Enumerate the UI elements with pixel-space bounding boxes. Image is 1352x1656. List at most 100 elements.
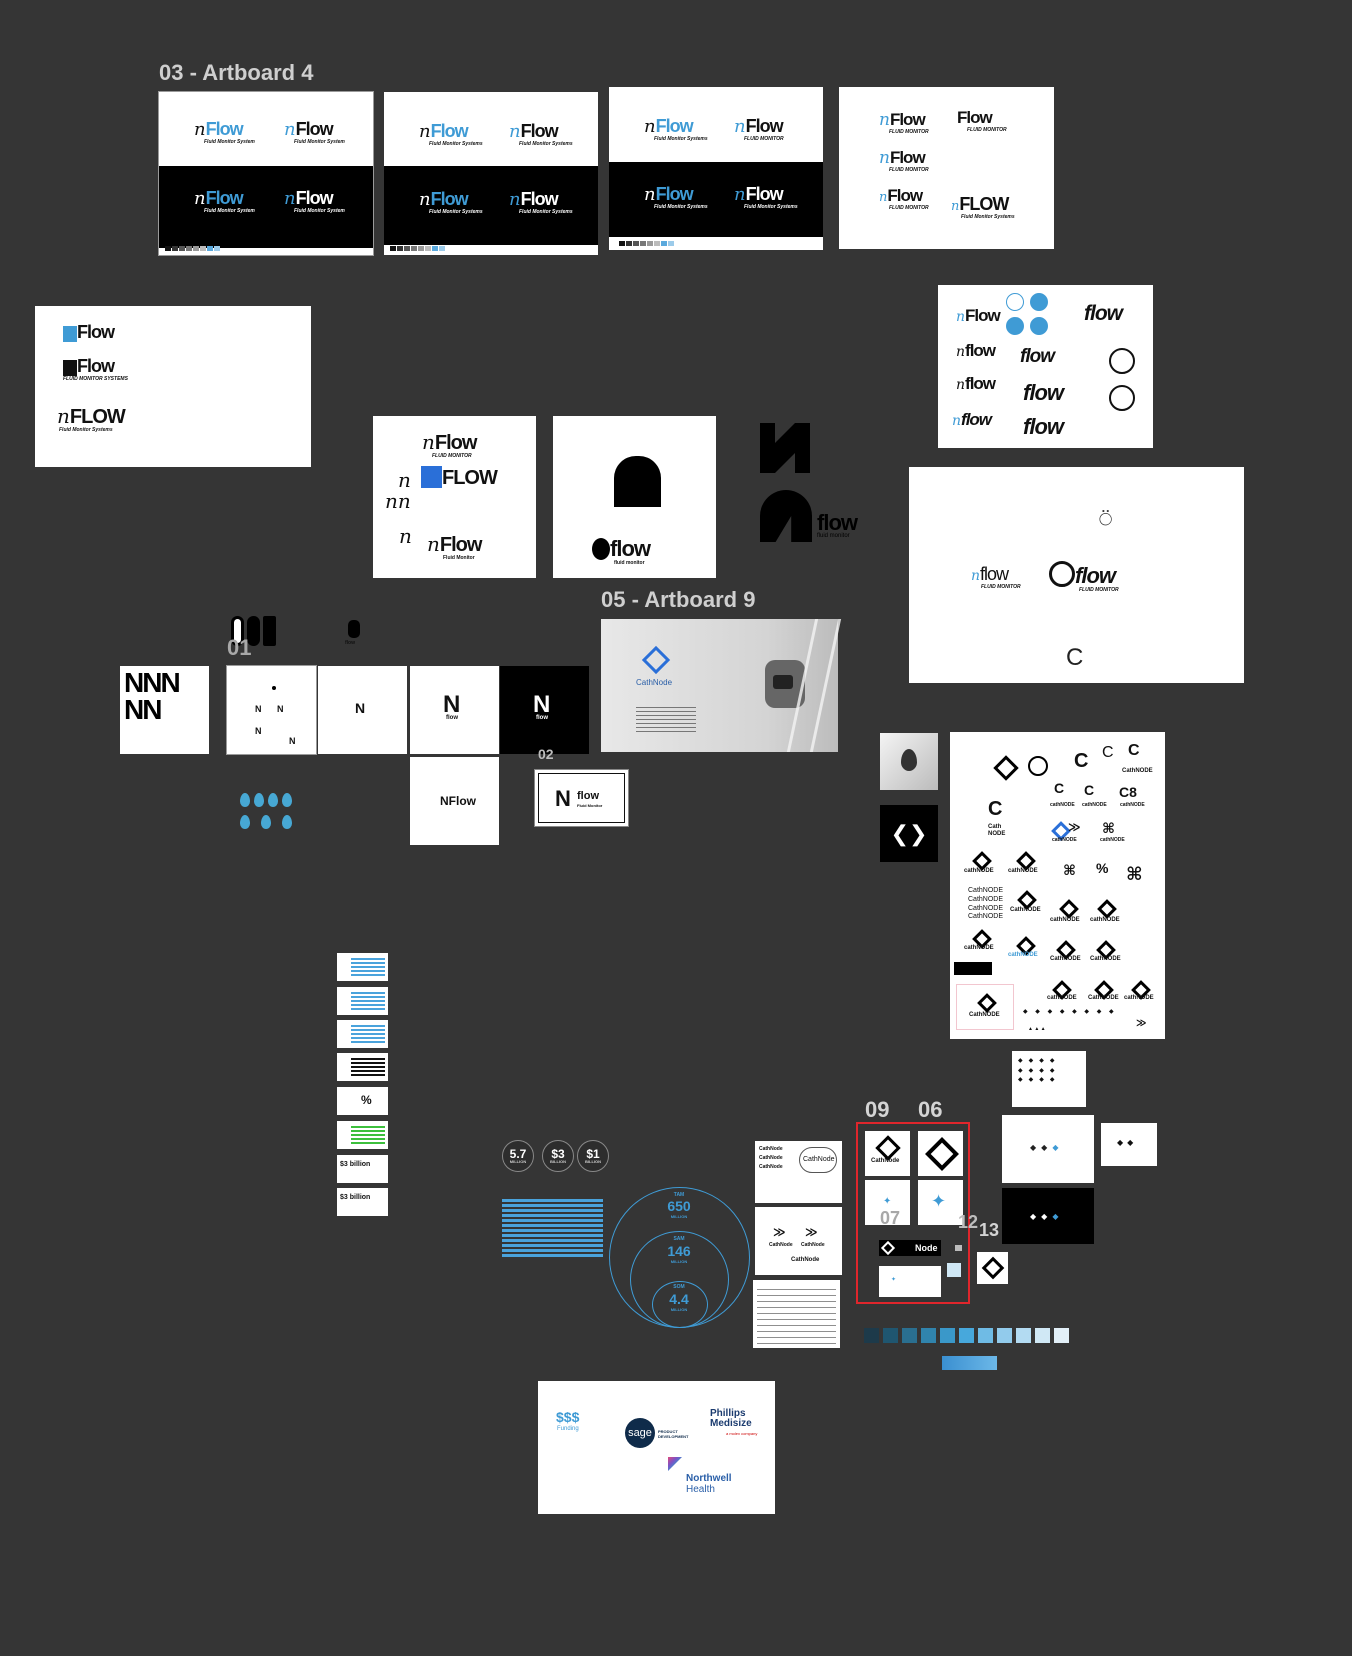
n-circle-icon bbox=[1030, 293, 1048, 311]
tam-value: 650 bbox=[667, 1198, 691, 1214]
app-icon-dark[interactable]: ❮❯ bbox=[880, 805, 938, 862]
artboard-n-small[interactable]: N bbox=[318, 666, 407, 754]
nflow-logo: nflow bbox=[952, 410, 992, 429]
mini-icon-row: ◆◆ bbox=[1117, 1138, 1138, 1147]
artboard-n-horizontal[interactable]: NFlow bbox=[410, 757, 499, 845]
label-07[interactable]: 07 bbox=[880, 1208, 901, 1228]
som-unit: MILLION bbox=[670, 1307, 688, 1312]
artboard-cathnode-variants[interactable]: C C C CathNODE C Cath NODE C C C8 cathNO… bbox=[950, 732, 1165, 1039]
label-01[interactable]: 01 bbox=[227, 635, 252, 660]
n-mark-icon: N bbox=[355, 700, 366, 716]
sparkle-icon: ✦ bbox=[931, 1191, 947, 1211]
label-06[interactable]: 06 bbox=[918, 1097, 943, 1122]
cathnode-wave-icon bbox=[1028, 756, 1048, 776]
artboard-cathnode-row-light[interactable]: ◆◆◆ bbox=[1002, 1115, 1094, 1183]
sparkle-icon: ✦ bbox=[891, 1277, 897, 1283]
cathnode-chevron-icon: ❮❯ bbox=[890, 820, 928, 846]
artboard-09[interactable]: CathNode bbox=[865, 1131, 910, 1176]
percent-icon: % bbox=[1096, 860, 1109, 876]
slide-thumb[interactable] bbox=[337, 1121, 388, 1149]
slide-thumb[interactable] bbox=[337, 1020, 388, 1048]
c-letter-mark: C bbox=[1066, 644, 1084, 671]
n-block-icon bbox=[421, 466, 442, 488]
cathnode-diamond-icon bbox=[981, 1256, 1005, 1280]
label-12[interactable]: 12 bbox=[958, 1212, 979, 1232]
sparkle-icon: ✦ bbox=[883, 1196, 892, 1207]
c-letter-mark: C bbox=[1102, 744, 1114, 761]
artboard-cathnode-row-dark[interactable]: ◆◆◆ bbox=[1002, 1188, 1094, 1244]
artboard-cathnode-pair[interactable]: ◆◆ bbox=[1101, 1123, 1157, 1166]
slide-thumb[interactable] bbox=[337, 1053, 388, 1081]
artboard-13[interactable] bbox=[977, 1252, 1008, 1284]
app-icon-light[interactable] bbox=[880, 733, 938, 790]
tam-unit: MILLION bbox=[670, 1214, 688, 1219]
label-13[interactable]: 13 bbox=[979, 1220, 1000, 1240]
artboard-cathnode-grid[interactable]: ◆◆◆◆◆◆◆◆◆◆◆◆ bbox=[1012, 1051, 1086, 1107]
cathnode-selected-card[interactable]: CathNODE bbox=[956, 984, 1014, 1030]
slide-thumb[interactable]: $3 billion bbox=[337, 1188, 388, 1216]
artboard-star-large[interactable]: ✦ bbox=[918, 1180, 963, 1225]
artboard-n-inverse[interactable]: N flow bbox=[500, 666, 589, 754]
artboard-star-wide[interactable]: ✦ bbox=[879, 1266, 941, 1297]
black-band bbox=[159, 166, 373, 248]
n-circle-icon bbox=[1109, 385, 1135, 411]
n-mark-icon bbox=[760, 490, 812, 542]
artboard-07[interactable]: Node bbox=[879, 1240, 941, 1256]
artboard-cathnode-photo[interactable]: CathNode bbox=[601, 619, 842, 752]
slide-thumb[interactable] bbox=[337, 953, 388, 981]
artboard-title-03[interactable]: 03 - Artboard 4 bbox=[159, 60, 314, 85]
label-09[interactable]: 09 bbox=[865, 1097, 890, 1122]
n-pill-icons bbox=[231, 614, 277, 646]
nflow-logo: Flow bbox=[63, 323, 115, 342]
slide-thumb[interactable] bbox=[337, 987, 388, 1015]
artboard-partners[interactable]: $$$ Funding sage PRODUCT DEVELOPMENT Phi… bbox=[538, 1381, 775, 1514]
n-circle-icon bbox=[1006, 317, 1024, 335]
gradient-swatch bbox=[942, 1356, 997, 1370]
artboard-06[interactable] bbox=[918, 1131, 963, 1176]
drop-icon bbox=[254, 793, 264, 807]
funding-symbol: $$$ bbox=[556, 1409, 580, 1425]
light-swatch bbox=[947, 1263, 961, 1277]
artboard-star-small[interactable]: ✦ bbox=[865, 1180, 910, 1225]
label-02[interactable]: 02 bbox=[538, 746, 554, 762]
artboard-n-medium[interactable]: N flow bbox=[410, 666, 499, 754]
slide-thumb[interactable]: % bbox=[337, 1087, 388, 1115]
selection-box[interactable] bbox=[856, 1122, 970, 1304]
nflow-logo: flow bbox=[817, 510, 858, 535]
artboard-nflow-variants[interactable]: nFlow flow nflow flow nflow flow nflow f… bbox=[938, 285, 1153, 448]
artboard-cathnode-chevrons[interactable]: ≫ ≫ CathNode CathNode CathNode bbox=[755, 1207, 842, 1275]
sam-unit: MILLION bbox=[670, 1259, 688, 1264]
artboard-nflow-02[interactable]: N flow Fluid Monitor bbox=[534, 769, 629, 827]
n-mark-icon: N bbox=[555, 786, 571, 811]
color-palette bbox=[864, 1328, 1069, 1343]
cathnode-knot-icon: ⌘ bbox=[1063, 862, 1076, 878]
n-drop-icon bbox=[592, 538, 610, 560]
chevrons-icon: ≫ bbox=[1136, 1018, 1147, 1029]
artboard-title-05[interactable]: 05 - Artboard 9 bbox=[601, 587, 756, 612]
slide-thumb[interactable]: $3 billion bbox=[337, 1155, 388, 1183]
nflow-logo: nn bbox=[385, 489, 411, 513]
nflow-mini-label: flow bbox=[345, 640, 355, 646]
nflow-logo: flow bbox=[1023, 414, 1064, 439]
artboard-cathnode-sketch[interactable] bbox=[753, 1280, 840, 1348]
